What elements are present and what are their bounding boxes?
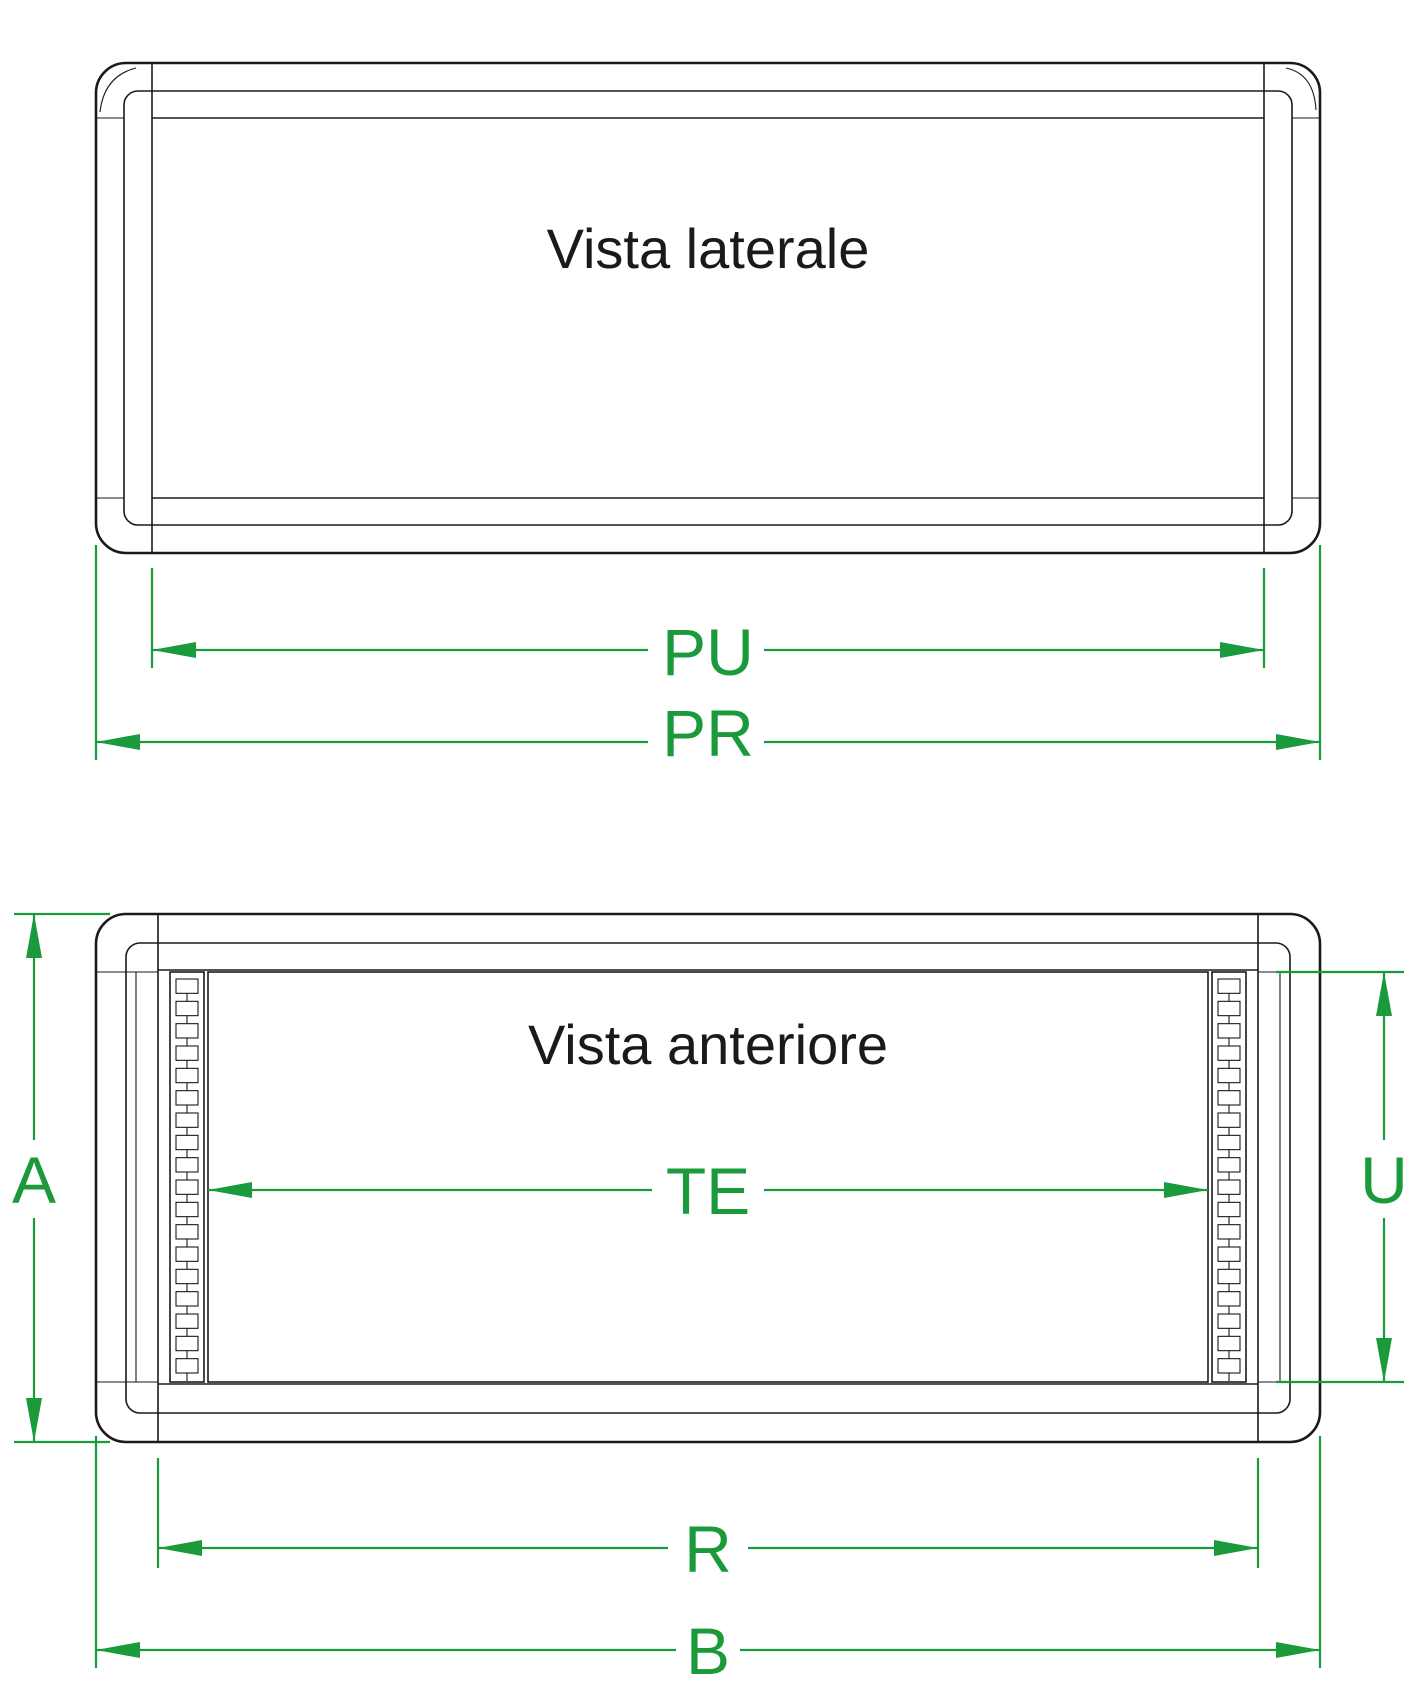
rack-rail-hole [1217, 1045, 1241, 1061]
dimension-b-label: B [686, 1614, 730, 1688]
front-view-opening [207, 971, 1209, 1383]
rack-rail-hole [175, 1313, 199, 1329]
side-view-corner-top-left [99, 67, 137, 113]
side-view-outer [94, 61, 1322, 555]
rack-rail-hole [175, 1112, 199, 1128]
rack-rail-hole [1217, 1134, 1241, 1151]
dimension-u-label: U [1360, 1143, 1408, 1217]
dimension-pr-label: PR [662, 696, 754, 770]
side-view-corner-top-right [1285, 67, 1317, 111]
rack-rail-hole [175, 1023, 199, 1039]
rack-rail-hole [175, 1291, 199, 1307]
rack-rail-hole [1217, 1246, 1241, 1262]
rack-rail-hole [175, 1268, 199, 1285]
rack-rail-hole [175, 1335, 199, 1352]
dimension-a-label: A [12, 1143, 56, 1217]
rack-rail-hole [1217, 1112, 1241, 1128]
left-rack-rail [169, 971, 205, 1383]
dimension-r: R [156, 1458, 1260, 1586]
right-rack-rail [1211, 971, 1247, 1383]
dimension-te: TE [208, 1154, 1208, 1228]
side-view: Vista laterale [94, 61, 1322, 555]
rack-rail-hole [1217, 1268, 1241, 1285]
rack-rail-hole [175, 1134, 199, 1151]
dimension-r-label: R [684, 1512, 732, 1586]
rack-rail-hole [1217, 1090, 1241, 1106]
side-view-label: Vista laterale [547, 217, 870, 280]
front-view-outer [94, 912, 1322, 1444]
dimension-b: B [94, 1436, 1322, 1688]
rack-rail-hole [175, 978, 199, 994]
dimension-u: U [1276, 970, 1408, 1384]
rack-rail-hole [1217, 1291, 1241, 1307]
rack-rail-hole [1217, 1335, 1241, 1352]
dimension-te-label: TE [666, 1154, 750, 1228]
rack-rail-hole [175, 1201, 199, 1218]
dimension-pu: PU [150, 568, 1266, 689]
rack-rail-hole [1217, 1067, 1241, 1084]
rack-rail-hole [1217, 1224, 1241, 1240]
dimension-a: A [12, 912, 110, 1444]
rack-rail-hole [175, 1000, 199, 1017]
rack-rail-hole [1217, 1201, 1241, 1218]
rack-rail-hole [1217, 1023, 1241, 1039]
dimension-pr: PR [94, 545, 1322, 770]
rack-rail-hole [175, 1090, 199, 1106]
rack-rail-hole [175, 1045, 199, 1061]
rack-rail-hole [175, 1358, 199, 1374]
rack-rail-hole [175, 1067, 199, 1084]
rack-rail-hole [1217, 1157, 1241, 1173]
rack-rail-hole [1217, 1179, 1241, 1195]
rack-rail-hole [1217, 978, 1241, 994]
rack-rail-hole [175, 1246, 199, 1262]
rack-rail-hole [175, 1157, 199, 1173]
rack-rail-hole [1217, 1313, 1241, 1329]
rack-rail-hole [175, 1224, 199, 1240]
dimension-pu-label: PU [662, 615, 754, 689]
rack-rail-hole [1217, 1358, 1241, 1374]
rack-rail-hole [175, 1179, 199, 1195]
rack-rail-hole [1217, 1000, 1241, 1017]
side-view-inner-frame [123, 90, 1293, 526]
front-view-label: Vista anteriore [528, 1013, 888, 1076]
front-view: Vista anteriore [94, 912, 1322, 1444]
